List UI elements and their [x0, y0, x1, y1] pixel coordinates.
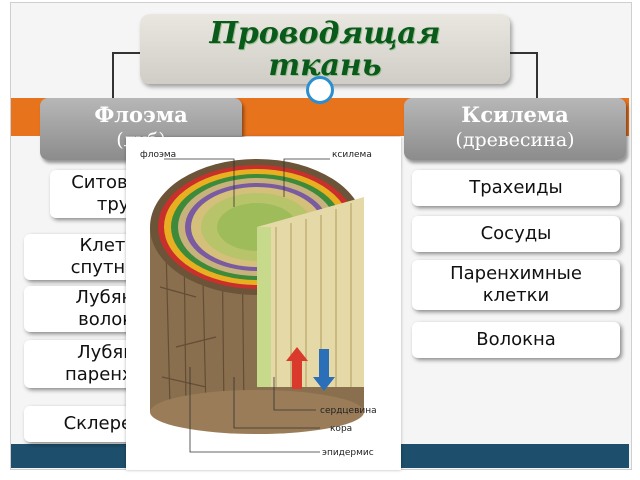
stem-svg: флоэма ксилема сердцевина кора эпидермис — [140, 150, 377, 458]
connector-left-h — [112, 52, 140, 54]
page-title: Проводящая ткань — [209, 16, 441, 83]
xylem-item-tracheids: Трахеиды — [412, 170, 620, 206]
trunk-bottom — [150, 390, 364, 434]
label-epidermis: эпидермис — [322, 448, 374, 458]
pith-strip — [257, 227, 271, 387]
connector-left-v — [112, 52, 114, 98]
xylem-item-parenchyma-cells: Паренхимные клетки — [412, 260, 620, 310]
cutaway — [257, 197, 364, 387]
xylem-item-vessels: Сосуды — [412, 216, 620, 252]
label-bark: кора — [330, 424, 352, 434]
label-xylem: ксилема — [332, 150, 372, 160]
xylem-item-line: клетки — [482, 285, 550, 306]
leader-lines — [164, 158, 330, 453]
xylem-item-line: Волокна — [476, 329, 556, 350]
stem-illustration: флоэма ксилема сердцевина кора эпидермис — [126, 137, 401, 470]
transport-arrows — [286, 347, 335, 391]
connector-circle — [306, 76, 334, 104]
xylem-item-line: Трахеиды — [469, 177, 563, 198]
xylem-item-line: Паренхимные — [450, 263, 582, 284]
connector-right-h — [510, 52, 538, 54]
label-phloem: флоэма — [140, 150, 176, 160]
xylem-category: Ксилема (древесина) — [404, 98, 626, 160]
xylem-subtitle: (древесина) — [455, 129, 575, 151]
title-box: Проводящая ткань — [140, 14, 510, 84]
label-heartwood: сердцевина — [320, 406, 377, 416]
xylem-item-line: Сосуды — [480, 223, 552, 244]
phloem-title: Флоэма — [94, 102, 188, 127]
connector-right-v — [536, 52, 538, 98]
xylem-item-fibers: Волокна — [412, 322, 620, 358]
xylem-title: Ксилема — [461, 102, 569, 127]
